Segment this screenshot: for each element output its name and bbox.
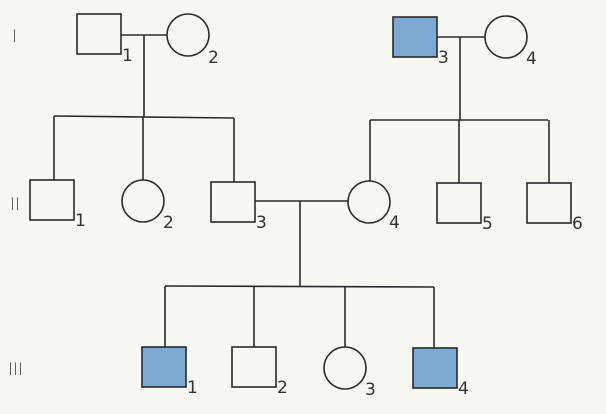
female-circle-icon [121,179,165,223]
individual-III2[interactable]: 2 [231,346,288,398]
mating-II3-II4 [164,200,435,348]
individual-II4[interactable]: 4 [347,180,400,233]
individual-number: 2 [208,48,219,68]
individual-I4[interactable]: 4 [484,15,537,69]
female-circle-icon [323,346,367,390]
male-square-icon [210,181,256,223]
individual-number: 2 [163,213,174,233]
male-square-icon [526,182,572,224]
mating-I3-I4 [369,36,550,183]
female-circle-icon [347,180,391,224]
individual-number: 4 [389,213,400,233]
male-square-icon [76,13,122,55]
individual-number: 3 [438,48,449,68]
sibship-line [164,285,435,288]
individual-III1[interactable]: 1 [141,346,198,398]
individual-I1[interactable]: 1 [76,13,133,66]
female-circle-icon [166,13,210,57]
male-square-icon [436,182,482,224]
male-square-icon [231,346,277,388]
individual-number: 1 [122,46,133,66]
individual-number: 3 [365,380,376,400]
individual-II3[interactable]: 3 [210,181,267,233]
individual-number: 6 [572,214,583,234]
individual-III4[interactable]: 4 [412,347,469,399]
affected-male-square-icon [392,16,438,58]
individual-II2[interactable]: 2 [121,179,174,233]
individual-number: 3 [256,213,267,233]
mating-I1-I2 [53,34,235,182]
female-circle-icon [484,15,528,59]
individual-number: 4 [458,379,469,399]
individual-II6[interactable]: 6 [526,182,583,234]
individual-number: 5 [482,214,493,234]
individual-number: 4 [526,49,537,69]
sibship-line [53,115,235,119]
generation-label-I: I [12,27,17,47]
individual-III3[interactable]: 3 [323,346,376,400]
individual-I2[interactable]: 2 [166,13,219,68]
generation-label-II: II [10,195,20,215]
individual-number: 1 [75,211,86,231]
individual-number: 2 [277,378,288,398]
individual-I3[interactable]: 3 [392,16,449,68]
individual-II5[interactable]: 5 [436,182,493,234]
male-square-icon [29,179,75,221]
affected-male-square-icon [141,346,187,388]
generation-label-III: III [8,360,23,380]
individual-II1[interactable]: 1 [29,179,86,231]
affected-male-square-icon [412,347,458,389]
individual-number: 1 [187,378,198,398]
